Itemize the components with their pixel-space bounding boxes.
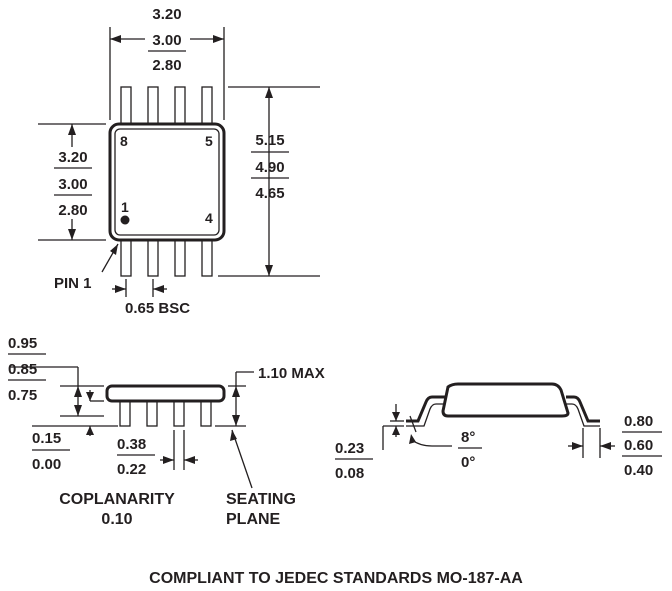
total-height: 1.10 MAX (258, 365, 325, 382)
height-min: 2.80 (58, 202, 87, 219)
width-max: 3.20 (152, 6, 181, 23)
coplanarity-value: 0.10 (101, 511, 132, 528)
lead-width-dimension: 0.38 0.22 (117, 430, 198, 478)
pin-5-label: 5 (205, 133, 213, 149)
seating-label-1: SEATING (226, 491, 296, 508)
lead-width-min: 0.22 (117, 461, 146, 478)
top-view: 8 5 1 4 3.20 3.00 2.80 3.20 (38, 6, 320, 317)
lead-thickness-dimension: 0.23 0.08 (335, 404, 404, 482)
bottom-leads (120, 237, 213, 277)
package-body-top (108, 122, 226, 242)
body-min: 0.75 (8, 387, 37, 404)
body-nom: 0.85 (8, 361, 37, 378)
seating-label-2: PLANE (226, 511, 281, 528)
side-leads (119, 400, 212, 427)
package-body-side (105, 384, 226, 403)
lead-left (406, 395, 445, 423)
lead-right (566, 395, 600, 423)
pin1-label: PIN 1 (54, 275, 92, 292)
thickness-max: 0.23 (335, 440, 364, 457)
seating-plane-callout: SEATING PLANE (226, 429, 296, 528)
height-nom: 3.00 (58, 176, 87, 193)
end-view: 0.23 0.08 8° 0° 0.80 0.60 0.40 (335, 382, 662, 482)
thickness-min: 0.08 (335, 465, 364, 482)
body-max: 0.95 (8, 335, 37, 352)
foot-nom: 0.60 (624, 437, 653, 454)
standoff-min: 0.00 (32, 456, 61, 473)
height-dimension: 3.20 3.00 2.80 (38, 123, 106, 241)
width-nom: 3.00 (152, 32, 181, 49)
compliance-note: COMPLIANT TO JEDEC STANDARDS MO-187-AA (149, 570, 523, 587)
foot-max: 0.80 (624, 413, 653, 430)
lead-angle-dimension: 8° 0° (409, 415, 482, 471)
angle-max: 8° (461, 429, 475, 446)
height-max: 3.20 (58, 149, 87, 166)
angle-min: 0° (461, 454, 475, 471)
lead-width-max: 0.38 (117, 436, 146, 453)
standoff-dimension: 0.15 0.00 (32, 390, 118, 473)
pin-8-label: 8 (120, 133, 128, 149)
pin-1-label: 1 (121, 199, 129, 215)
side-view: 0.95 0.85 0.75 0.15 0.00 0 (8, 335, 325, 528)
overall-max: 5.15 (255, 132, 284, 149)
total-height-dimension: 1.10 MAX (215, 365, 325, 427)
standoff-max: 0.15 (32, 430, 61, 447)
pin-4-label: 4 (205, 210, 213, 226)
body-thickness-dimension: 0.95 0.85 0.75 (8, 335, 104, 417)
overall-min: 4.65 (255, 185, 284, 202)
foot-min: 0.40 (624, 462, 653, 479)
pin1-callout: PIN 1 (54, 243, 119, 292)
package-body-end (441, 382, 570, 418)
pin-1-dot (120, 215, 130, 225)
coplanarity-label: COPLANARITY (59, 491, 175, 508)
width-min: 2.80 (152, 57, 181, 74)
foot-length-dimension: 0.80 0.60 0.40 (568, 413, 662, 479)
top-leads (120, 86, 213, 127)
overall-nom: 4.90 (255, 159, 284, 176)
overall-dimension: 5.15 4.90 4.65 (218, 86, 320, 277)
pitch-value: 0.65 BSC (125, 300, 190, 317)
pitch-dimension: 0.65 BSC (112, 279, 190, 317)
width-dimension: 3.20 3.00 2.80 (109, 6, 225, 120)
